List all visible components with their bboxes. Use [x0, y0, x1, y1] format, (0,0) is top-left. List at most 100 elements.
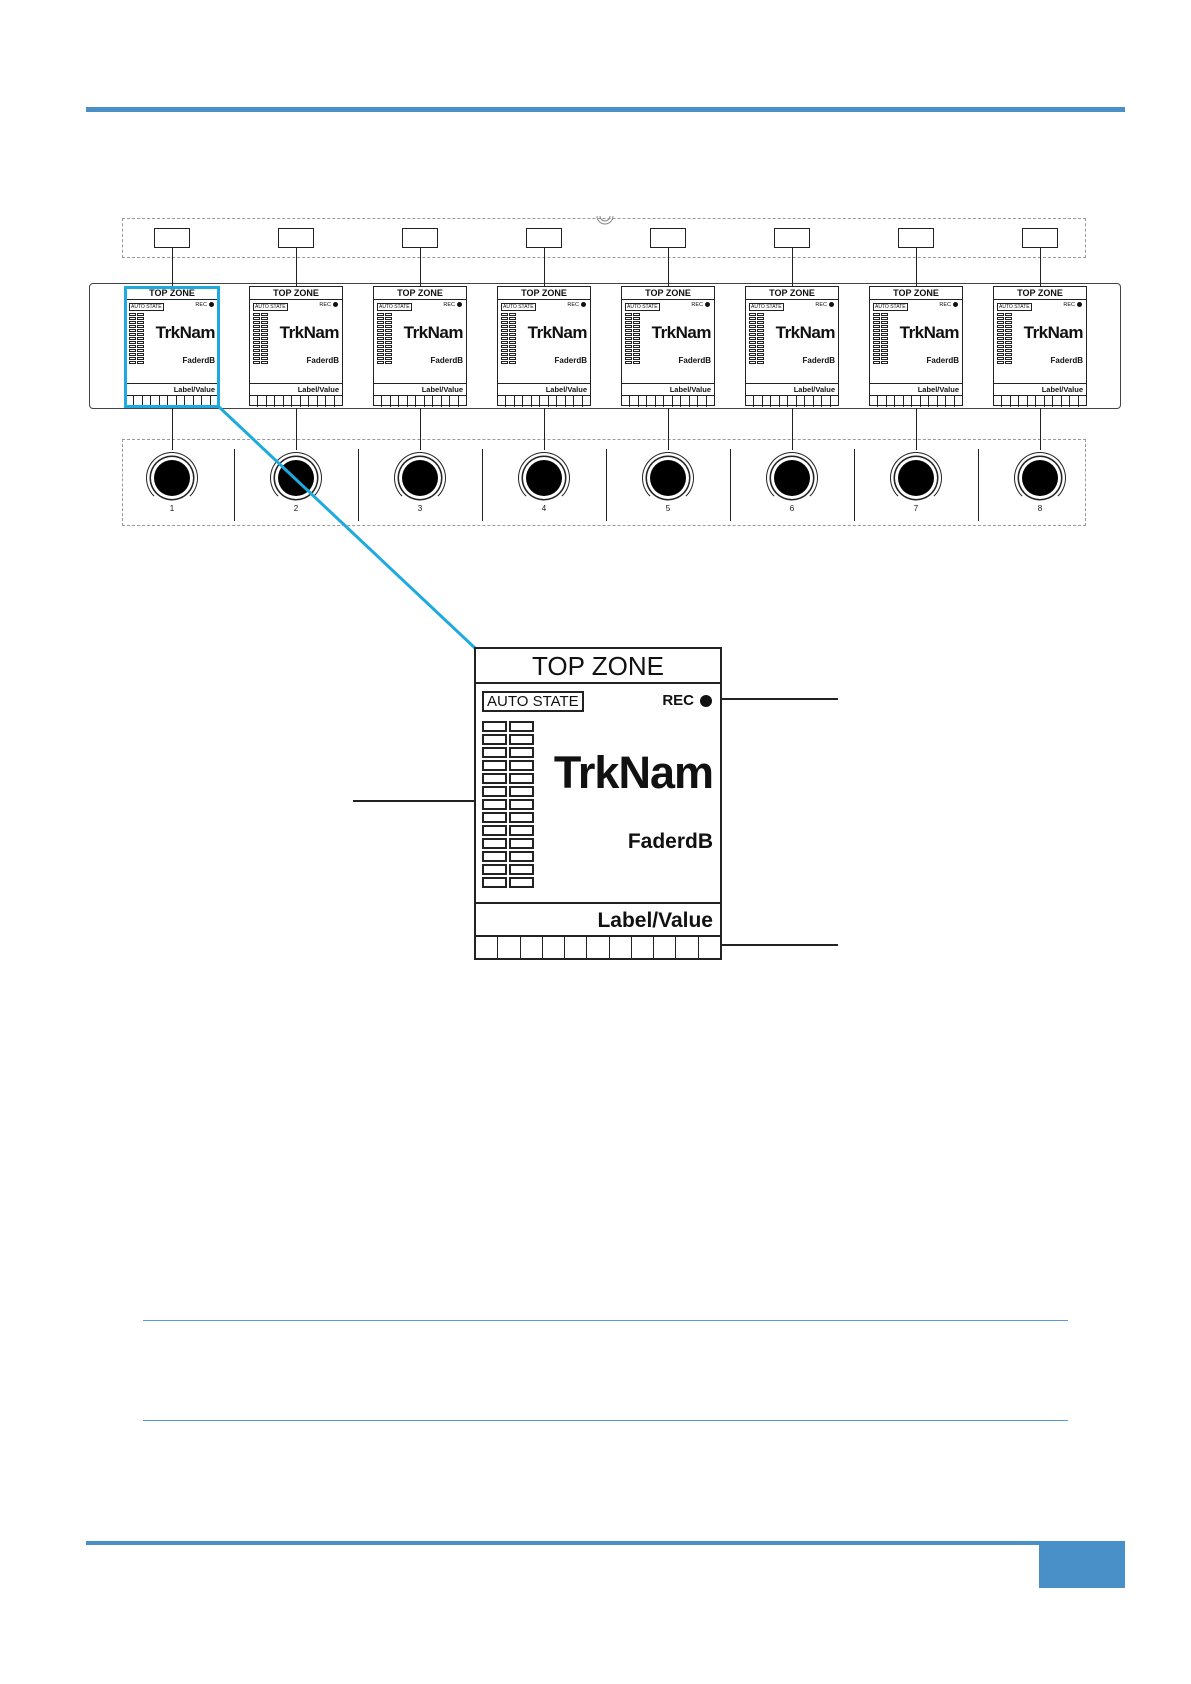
rotary-knob[interactable] [888, 450, 944, 506]
bottom-cells [870, 395, 962, 407]
knob-cap [774, 460, 810, 496]
select-button[interactable] [898, 228, 934, 248]
knob-number: 3 [417, 504, 423, 513]
track-name: TrkNam [155, 323, 216, 342]
auto-state-label: AUTO STATE [377, 303, 412, 311]
fader-db: FaderdB [430, 356, 463, 365]
label-value: Label/Value [994, 383, 1086, 395]
level-meter [997, 313, 1015, 365]
level-meter [482, 721, 538, 890]
rec-indicator: REC [1063, 302, 1082, 308]
rec-indicator: REC [567, 302, 586, 308]
select-button[interactable] [278, 228, 314, 248]
knob-number: 2 [293, 504, 299, 513]
track-name: TrkNam [279, 323, 340, 342]
knob-cap [650, 460, 686, 496]
knob-strip [122, 439, 1086, 526]
top-zone-label: TOP ZONE [476, 649, 720, 684]
knob-ring [146, 452, 198, 504]
section-rule-top [143, 1320, 1068, 1321]
label-value: Label/Value [498, 383, 590, 395]
knob-cap [402, 460, 438, 496]
top-zone-label: TOP ZONE [250, 287, 342, 300]
label-value: Label/Value [746, 383, 838, 395]
select-button[interactable] [650, 228, 686, 248]
bottom-cells [994, 395, 1086, 407]
level-meter [129, 313, 147, 365]
connector-line [668, 248, 669, 286]
auto-state-label: AUTO STATE [625, 303, 660, 311]
select-button[interactable] [154, 228, 190, 248]
select-button[interactable] [774, 228, 810, 248]
connector-line [668, 408, 669, 450]
page-number-tab [1039, 1541, 1125, 1588]
track-name: TrkNam [899, 323, 960, 342]
knob-number: 5 [665, 504, 671, 513]
label-value: Label/Value [622, 383, 714, 395]
rec-indicator: REC [319, 302, 338, 308]
fader-db: FaderdB [802, 356, 835, 365]
fader-db: FaderdB [306, 356, 339, 365]
button-strip [122, 218, 1086, 258]
rotary-knob[interactable] [144, 450, 200, 506]
select-button[interactable] [402, 228, 438, 248]
level-meter [253, 313, 271, 365]
track-name: TrkNam [1023, 323, 1084, 342]
top-zone-label: TOP ZONE [994, 287, 1086, 300]
connector-line [792, 408, 793, 450]
level-meter [749, 313, 767, 365]
knob-cap [526, 460, 562, 496]
rec-indicator: REC [443, 302, 462, 308]
display-panel [89, 283, 1121, 409]
rec-indicator: REC [815, 302, 834, 308]
connector-line [916, 248, 917, 286]
sensor-icon [596, 215, 614, 225]
rotary-knob[interactable] [764, 450, 820, 506]
level-meter [625, 313, 643, 365]
top-zone-label: TOP ZONE [870, 287, 962, 300]
channel-divider [606, 449, 607, 521]
top-zone-label: TOP ZONE [374, 287, 466, 300]
connector-line [172, 248, 173, 286]
section-rule-bottom [143, 1420, 1068, 1421]
rec-indicator: REC [939, 302, 958, 308]
knob-ring [1014, 452, 1066, 504]
connector-line [420, 408, 421, 450]
footer-rule [86, 1541, 1125, 1545]
connector-line [544, 408, 545, 450]
knob-number: 4 [541, 504, 547, 513]
bottom-cells [622, 395, 714, 407]
select-button[interactable] [1022, 228, 1058, 248]
rotary-knob[interactable] [392, 450, 448, 506]
label-value: Label/Value [250, 383, 342, 395]
level-meter [873, 313, 891, 365]
rotary-knob[interactable] [516, 450, 572, 506]
top-zone-label: TOP ZONE [126, 287, 218, 300]
label-value: Label/Value [476, 902, 720, 935]
rotary-knob[interactable] [268, 450, 324, 506]
top-zone-label: TOP ZONE [622, 287, 714, 300]
connector-line [792, 248, 793, 286]
level-meter [501, 313, 519, 365]
fader-db: FaderdB [1050, 356, 1083, 365]
connector-line [420, 248, 421, 286]
connector-line [916, 408, 917, 450]
connector-line [172, 408, 173, 450]
select-button[interactable] [526, 228, 562, 248]
top-zone-label: TOP ZONE [746, 287, 838, 300]
fader-db: FaderdB [678, 356, 711, 365]
knob-ring [518, 452, 570, 504]
knob-ring [642, 452, 694, 504]
level-meter [377, 313, 395, 365]
connector-line [1040, 408, 1041, 450]
rotary-knob[interactable] [640, 450, 696, 506]
enlarged-screen: TOP ZONE AUTO STATE REC TrkNam FaderdB L… [474, 647, 722, 960]
rec-indicator: REC [195, 302, 214, 308]
knob-cap [1022, 460, 1058, 496]
rotary-knob[interactable] [1012, 450, 1068, 506]
bottom-cells [498, 395, 590, 407]
